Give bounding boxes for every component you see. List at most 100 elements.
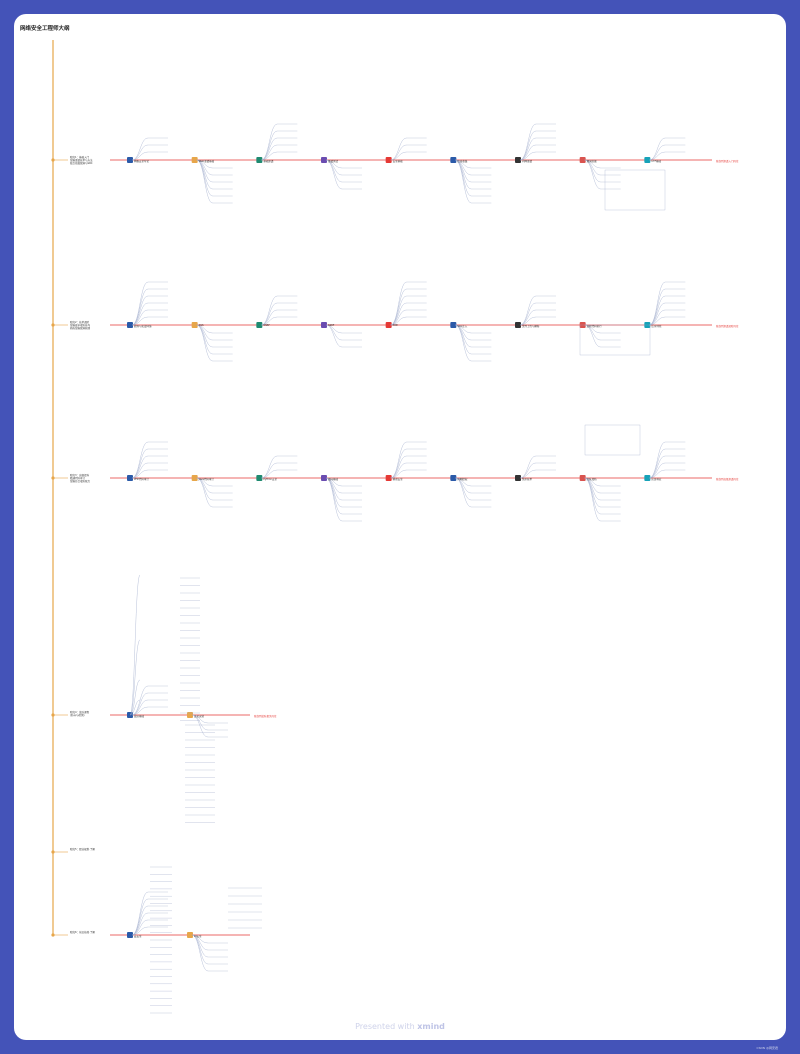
node-icon <box>450 157 457 163</box>
footer-prefix: Presented with <box>355 1022 415 1031</box>
connector <box>191 934 209 972</box>
hub-label: 内网提权 <box>457 477 468 481</box>
hub-label: 蓝队基础 <box>134 714 145 718</box>
stage-label: 阶段4：蓝队课程 (防守与检测) <box>70 711 90 717</box>
stage-goal: 能找到高级渗透岗位 <box>716 477 739 481</box>
footer: Presented with xmind <box>0 1022 800 1031</box>
hub-label: 逆向基础 <box>328 477 339 481</box>
node-icon <box>515 475 521 481</box>
connector <box>131 137 149 161</box>
connector <box>584 324 601 348</box>
connector <box>519 302 537 326</box>
hub-label: Java代码审计 <box>198 477 214 481</box>
connector <box>261 455 278 479</box>
connector <box>455 324 472 362</box>
connector <box>131 288 149 326</box>
hub-label: XXE <box>392 323 398 327</box>
connector <box>196 159 213 204</box>
connector <box>455 159 472 204</box>
page-title: 网络安全工程师大纲 <box>20 26 70 32</box>
connector <box>325 477 343 522</box>
hub-label: 云安全 <box>134 934 142 938</box>
connector <box>584 477 601 522</box>
connector <box>649 288 666 326</box>
hub-label: 信息收集 <box>457 159 468 163</box>
node-icon <box>127 322 133 328</box>
connector <box>191 714 209 738</box>
stage-label: 阶段3：高级提升 精通代码审计 掌握综合攻防能力 <box>70 474 91 483</box>
stage-label: 阶段6：前沿技能·了解 <box>70 931 95 934</box>
connector <box>390 281 407 326</box>
hub-label: PHP代码审计 <box>134 477 149 481</box>
connector <box>649 441 666 479</box>
note-box <box>584 424 641 456</box>
hub-label: 反序列化 <box>651 324 662 328</box>
node-icon <box>579 157 586 163</box>
connector <box>455 477 472 501</box>
hub-label: 内网渗透 <box>522 159 533 163</box>
connector <box>390 137 407 161</box>
hub-label: 免杀技术 <box>522 477 533 481</box>
connector <box>519 123 537 161</box>
connector <box>519 455 537 479</box>
node-icon <box>256 157 263 163</box>
node-icon <box>321 322 327 328</box>
hub-label: CSRF <box>263 323 270 327</box>
hub-label: 安全基础 <box>392 159 403 163</box>
stage-label: 阶段5：职业规划·了解 <box>70 848 95 851</box>
hub-label: SSRF <box>328 323 335 327</box>
footer-brand: xmind <box>417 1022 445 1031</box>
hub-label: XSS <box>198 323 204 327</box>
connector <box>131 891 149 936</box>
node-icon <box>450 322 457 328</box>
connector <box>325 159 343 183</box>
connector <box>584 477 601 515</box>
node-icon <box>644 475 651 481</box>
node-icon <box>321 157 327 163</box>
stage-label: 阶段1：基础入门 掌握渗透技术与方法 独立挖掘漏洞与SRC <box>70 156 93 165</box>
hub-label: 红队攻防 <box>586 477 597 481</box>
hub-label: 渗透测试 <box>328 159 339 163</box>
connector <box>129 679 141 716</box>
connector <box>584 159 601 183</box>
connector <box>325 477 343 515</box>
node-icon <box>191 475 198 481</box>
node-icon <box>579 475 586 481</box>
connector <box>325 324 343 348</box>
stage-goal: 能找到渗透入门岗位 <box>716 159 739 163</box>
hub-label: SQL注入 <box>457 324 468 328</box>
connector <box>649 137 666 161</box>
hub-label: 应急响应 <box>651 477 662 481</box>
hub-label: 网络安全导论 <box>134 159 150 163</box>
stage-goal: 能找到蓝队相关岗位 <box>254 714 277 718</box>
stage-goal: 能找到渗透进阶岗位 <box>716 324 739 328</box>
connector <box>390 441 407 479</box>
hub-label: Python安全 <box>263 477 277 481</box>
hub-label: Web渗透基础 <box>198 159 215 163</box>
connector <box>261 302 278 326</box>
node-icon <box>385 475 392 481</box>
node-icon <box>191 322 198 328</box>
node-icon <box>515 157 521 163</box>
mindmap-card <box>14 14 786 1040</box>
watermark: CSDN @网安君 <box>756 1046 778 1050</box>
connector <box>196 324 213 362</box>
node-icon <box>187 712 193 718</box>
connector <box>129 699 141 716</box>
node-icon <box>187 932 193 938</box>
connector <box>131 281 149 326</box>
hub-label: 安全运营 <box>194 714 205 718</box>
note-box <box>579 324 651 356</box>
connector <box>196 477 213 501</box>
node-icon <box>127 932 133 938</box>
connector <box>390 288 407 326</box>
node-icon <box>321 475 327 481</box>
connector <box>129 639 141 716</box>
connector <box>131 692 149 716</box>
hub-label: 移动安全 <box>392 477 403 481</box>
node-icon <box>256 322 263 328</box>
connector <box>649 281 666 326</box>
node-icon <box>191 157 198 163</box>
hub-label: CTF基础 <box>651 159 662 163</box>
